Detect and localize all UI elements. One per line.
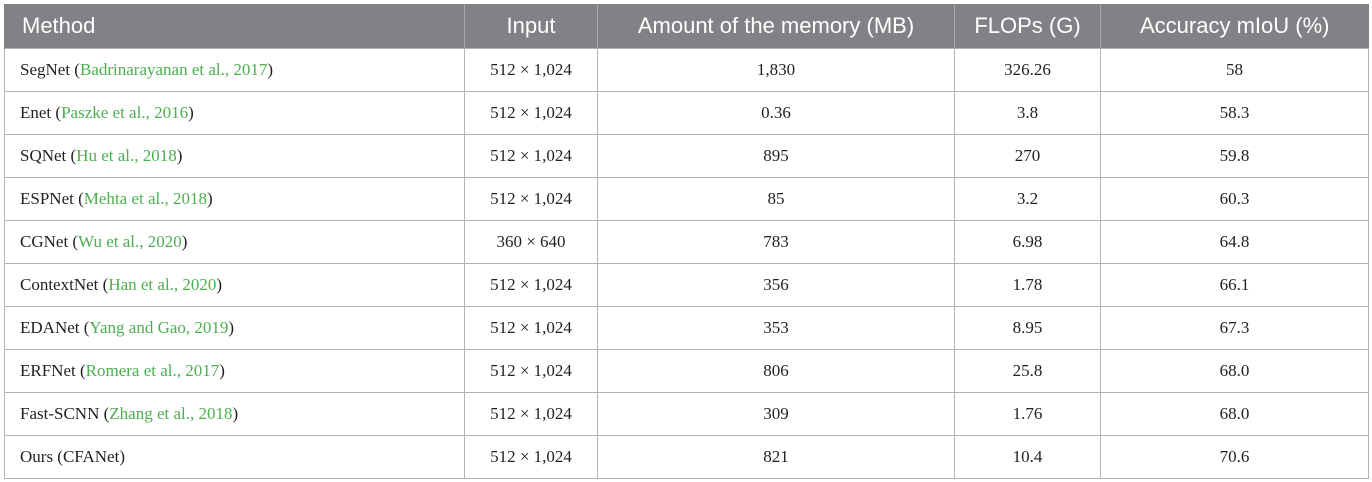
table-row-ours: Ours (CFANet) 512 × 1,024 821 10.4 70.6: [4, 435, 1369, 479]
citation-link[interactable]: Zhang et al., 2018: [109, 404, 233, 423]
method-cell: Fast-SCNN (Zhang et al., 2018): [4, 392, 465, 436]
method-name: EDANet: [20, 318, 80, 337]
citation-link[interactable]: Badrinarayanan et al., 2017: [79, 60, 268, 79]
input-cell: 512 × 1,024: [464, 134, 598, 178]
input-cell: 512 × 1,024: [464, 392, 598, 436]
citation-link[interactable]: Romera et al., 2017: [85, 361, 220, 380]
input-cell: 512 × 1,024: [464, 48, 598, 92]
flops-cell: 8.95: [954, 306, 1101, 350]
accuracy-cell: 70.6: [1100, 435, 1369, 479]
memory-cell: 85: [597, 177, 955, 221]
memory-cell: 821: [597, 435, 955, 479]
accuracy-cell: 59.8: [1100, 134, 1369, 178]
citation-link[interactable]: Wu et al., 2020: [78, 232, 182, 251]
input-cell: 512 × 1,024: [464, 177, 598, 221]
method-name: ESPNet: [20, 189, 74, 208]
header-flops: FLOPs (G): [954, 4, 1101, 49]
table-row: Enet (Paszke et al., 2016) 512 × 1,024 0…: [4, 91, 1369, 135]
table-row: Fast-SCNN (Zhang et al., 2018) 512 × 1,0…: [4, 392, 1369, 436]
header-row: Method Input Amount of the memory (MB) F…: [4, 4, 1369, 49]
table-row: ESPNet (Mehta et al., 2018) 512 × 1,024 …: [4, 177, 1369, 221]
flops-cell: 1.76: [954, 392, 1101, 436]
method-cell: ERFNet (Romera et al., 2017): [4, 349, 465, 393]
flops-cell: 1.78: [954, 263, 1101, 307]
flops-cell: 10.4: [954, 435, 1101, 479]
table-row: SegNet (Badrinarayanan et al., 2017) 512…: [4, 48, 1369, 92]
header-input: Input: [464, 4, 598, 49]
memory-cell: 309: [597, 392, 955, 436]
memory-cell: 353: [597, 306, 955, 350]
memory-cell: 0.36: [597, 91, 955, 135]
flops-cell: 270: [954, 134, 1101, 178]
flops-cell: 25.8: [954, 349, 1101, 393]
method-cell: ESPNet (Mehta et al., 2018): [4, 177, 465, 221]
input-cell: 512 × 1,024: [464, 263, 598, 307]
citation-link[interactable]: Mehta et al., 2018: [83, 189, 207, 208]
input-cell: 512 × 1,024: [464, 349, 598, 393]
flops-cell: 6.98: [954, 220, 1101, 264]
accuracy-cell: 68.0: [1100, 392, 1369, 436]
citation-link[interactable]: Paszke et al., 2016: [61, 103, 189, 122]
memory-cell: 895: [597, 134, 955, 178]
method-cell: EDANet (Yang and Gao, 2019): [4, 306, 465, 350]
accuracy-cell: 58.3: [1100, 91, 1369, 135]
method-name: Enet: [20, 103, 52, 122]
accuracy-cell: 66.1: [1100, 263, 1369, 307]
method-cell: SQNet (Hu et al., 2018): [4, 134, 465, 178]
table-header: Method Input Amount of the memory (MB) F…: [4, 4, 1369, 49]
table-row: CGNet (Wu et al., 2020) 360 × 640 783 6.…: [4, 220, 1369, 264]
table-row: ContextNet (Han et al., 2020) 512 × 1,02…: [4, 263, 1369, 307]
table-row: EDANet (Yang and Gao, 2019) 512 × 1,024 …: [4, 306, 1369, 350]
memory-cell: 356: [597, 263, 955, 307]
table-row: ERFNet (Romera et al., 2017) 512 × 1,024…: [4, 349, 1369, 393]
accuracy-cell: 68.0: [1100, 349, 1369, 393]
flops-cell: 326.26: [954, 48, 1101, 92]
input-cell: 360 × 640: [464, 220, 598, 264]
method-cell: SegNet (Badrinarayanan et al., 2017): [4, 48, 465, 92]
flops-cell: 3.2: [954, 177, 1101, 221]
input-cell: 512 × 1,024: [464, 435, 598, 479]
input-cell: 512 × 1,024: [464, 91, 598, 135]
method-name: ERFNet: [20, 361, 76, 380]
citation-link[interactable]: Yang and Gao, 2019: [89, 318, 229, 337]
method-name: SQNet: [20, 146, 67, 165]
memory-cell: 806: [597, 349, 955, 393]
method-name: Fast-SCNN: [20, 404, 100, 423]
input-cell: 512 × 1,024: [464, 306, 598, 350]
accuracy-cell: 67.3: [1100, 306, 1369, 350]
header-memory: Amount of the memory (MB): [597, 4, 955, 49]
header-accuracy: Accuracy mIoU (%): [1100, 4, 1369, 49]
method-name: ContextNet: [20, 275, 99, 294]
table-row: SQNet (Hu et al., 2018) 512 × 1,024 895 …: [4, 134, 1369, 178]
method-cell: ContextNet (Han et al., 2020): [4, 263, 465, 307]
table-body: SegNet (Badrinarayanan et al., 2017) 512…: [4, 48, 1369, 479]
method-cell: CGNet (Wu et al., 2020): [4, 220, 465, 264]
method-name: SegNet: [20, 60, 71, 79]
memory-cell: 1,830: [597, 48, 955, 92]
comparison-table-container: Method Input Amount of the memory (MB) F…: [4, 4, 1369, 479]
method-cell: Enet (Paszke et al., 2016): [4, 91, 465, 135]
citation-link[interactable]: Hu et al., 2018: [76, 146, 177, 165]
accuracy-cell: 60.3: [1100, 177, 1369, 221]
accuracy-cell: 58: [1100, 48, 1369, 92]
method-cell: Ours (CFANet): [4, 435, 465, 479]
memory-cell: 783: [597, 220, 955, 264]
comparison-table: Method Input Amount of the memory (MB) F…: [4, 4, 1369, 479]
method-name: CGNet: [20, 232, 69, 251]
citation-link[interactable]: Han et al., 2020: [108, 275, 217, 294]
flops-cell: 3.8: [954, 91, 1101, 135]
accuracy-cell: 64.8: [1100, 220, 1369, 264]
header-method: Method: [4, 4, 465, 49]
